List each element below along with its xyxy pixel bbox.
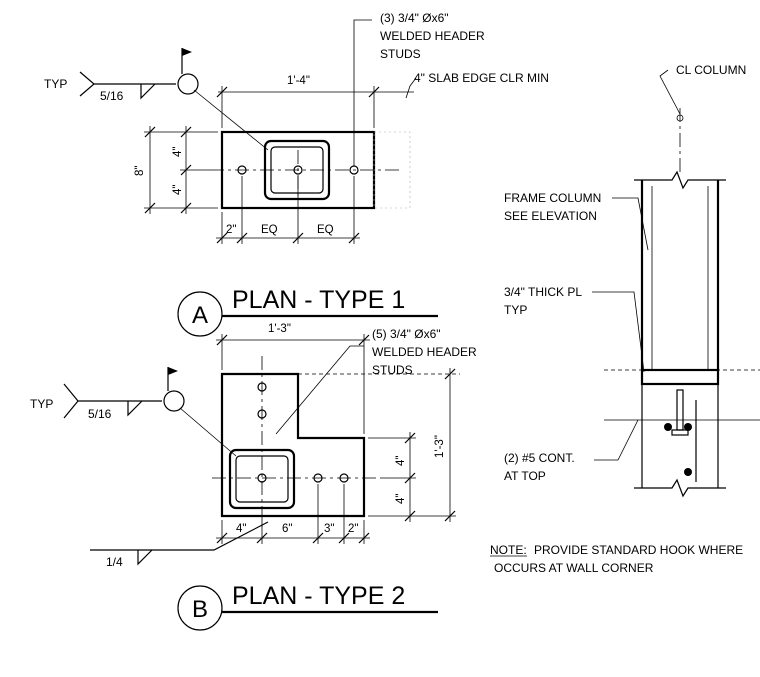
type1-dim-edge: 2" xyxy=(226,224,236,236)
elev-frame-column-line1: FRAME COLUMN xyxy=(504,191,601,205)
note-line1: PROVIDE STANDARD HOOK WHERE xyxy=(534,543,743,557)
type1-dim-eq-left: EQ xyxy=(261,224,278,236)
general-note: NOTE: PROVIDE STANDARD HOOK WHERE OCCURS… xyxy=(490,543,743,575)
type2-studs-line1: (5) 3/4" Øx6" xyxy=(372,327,441,341)
type2-weld-typ-label: TYP xyxy=(30,397,53,411)
type1-slab-edge-note: 4" SLAB EDGE CLR MIN xyxy=(414,71,549,85)
type2-detail-tag: B xyxy=(192,596,208,623)
type1-stud xyxy=(237,165,247,175)
type1-studs-line3: STUDS xyxy=(380,47,421,61)
type2-stud xyxy=(257,409,267,419)
elev-plate-line2: TYP xyxy=(504,303,527,317)
type2-stud xyxy=(313,473,323,483)
note-label: NOTE: xyxy=(490,543,527,557)
type1-dim-bottom: 4" xyxy=(172,185,184,195)
type2-dim-bottom-4: 2" xyxy=(348,523,358,535)
column-elevation: CL COLUMN FRAME COLUMN SEE ELEVATION 3/4… xyxy=(504,63,760,498)
type1-title: PLAN - TYPE 1 xyxy=(232,286,405,314)
type1-plan: TYP 5/16 1'-4" 4" SLAB EDGE CLR MIN 8" xyxy=(44,11,549,337)
type1-detail-tag-circle xyxy=(177,291,223,337)
type2-fillet-size-label: 1/4 xyxy=(106,555,123,569)
type1-studs-line2: WELDED HEADER xyxy=(380,29,485,43)
type2-fillet-weld-symbol: 1/4 xyxy=(90,521,269,569)
type1-dim-height: 8" xyxy=(134,166,146,176)
type2-dim-bottom-3: 3" xyxy=(324,523,334,535)
type1-weld-size-label: 5/16 xyxy=(100,89,124,103)
type2-weld-size-label: 5/16 xyxy=(88,407,112,421)
type2-dim-bottom-1: 4" xyxy=(236,523,246,535)
type2-title: PLAN - TYPE 2 xyxy=(232,582,405,610)
type2-detail-tag-circle xyxy=(177,585,223,631)
type2-dim-bottom-2: 6" xyxy=(282,523,292,535)
type1-detail-tag: A xyxy=(192,302,208,329)
type2-studs-line2: WELDED HEADER xyxy=(372,345,477,359)
elev-bars-line1: (2) #5 CONT. xyxy=(504,451,575,465)
elev-plate-line1: 3/4" THICK PL xyxy=(504,285,582,299)
type2-weld-symbol: TYP 5/16 xyxy=(30,367,237,457)
type1-stud xyxy=(293,165,303,175)
type1-weld-typ-label: TYP xyxy=(44,77,67,91)
elev-rebar xyxy=(664,423,672,431)
elev-bars-line2: AT TOP xyxy=(504,469,546,483)
type2-stud xyxy=(257,473,267,483)
elev-frame-column xyxy=(640,180,720,370)
elev-cl-column-label: CL COLUMN xyxy=(676,63,746,77)
type1-dim-eq-right: EQ xyxy=(317,224,334,236)
type1-studs-line1: (3) 3/4" Øx6" xyxy=(380,11,449,25)
type2-stud xyxy=(257,382,267,392)
type2-stud xyxy=(339,473,349,483)
note-line2: OCCURS AT WALL CORNER xyxy=(494,561,654,575)
elev-base-plate xyxy=(640,368,720,386)
type1-dim-top: 4" xyxy=(172,147,184,157)
type2-dim-upper: 4" xyxy=(395,456,407,466)
elev-rebar xyxy=(684,423,692,431)
type1-dim-width: 1'-4" xyxy=(287,75,310,87)
type2-studs-line3: STUDS xyxy=(372,363,413,377)
elev-frame-column-line2: SEE ELEVATION xyxy=(504,209,597,223)
type2-dim-width: 1'-3" xyxy=(268,323,291,335)
type2-dim-lower: 4" xyxy=(395,494,407,504)
elev-rebar xyxy=(684,468,692,476)
type1-weld-symbol: TYP 5/16 xyxy=(44,48,269,151)
type2-plan: TYP 5/16 1'-3" 1'-3" 4" 4" xyxy=(30,323,477,631)
type2-dim-height: 1'-3" xyxy=(434,435,446,458)
